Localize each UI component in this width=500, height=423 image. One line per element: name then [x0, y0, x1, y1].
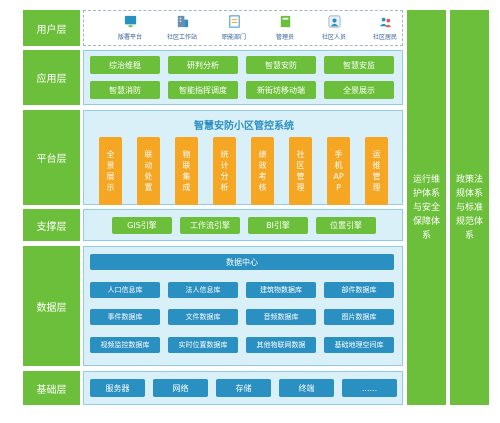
data-item: 部件数据库	[324, 282, 394, 298]
platform-item: 社区管理	[289, 137, 312, 205]
layer-label-infrastructure: 基础层	[23, 371, 80, 405]
support-item: 位置引擎	[316, 217, 376, 234]
support-item: 工作流引擎	[180, 217, 240, 234]
user-item-label: 版署平台	[117, 34, 142, 41]
platform-item: 手机APP	[327, 137, 350, 205]
user-item-label: 社区居民	[372, 34, 397, 41]
infra-item: 终端	[279, 379, 334, 397]
support-layer-panel: GIS引擎 工作流引擎 BI引擎 位置引擎	[83, 209, 403, 241]
infra-item: 网络	[153, 379, 208, 397]
infrastructure-layer-panel: 服务器 网络 存储 终端 ......	[83, 371, 403, 405]
layer-label-platform: 平台层	[23, 110, 80, 205]
data-item: 事件数据库	[90, 309, 160, 325]
book-icon	[280, 15, 290, 28]
person-icon	[327, 15, 341, 28]
platform-item: 全景展示	[99, 137, 122, 205]
user-item-department: 职能部门	[208, 14, 260, 44]
user-item-label: 社区工作站	[166, 34, 197, 41]
user-item-staff: 社区人员	[308, 14, 360, 44]
data-item: 文件数据库	[168, 309, 238, 325]
platform-item: 运维管理	[365, 137, 388, 205]
user-item-label: 社区人员	[321, 34, 346, 41]
building-icon	[177, 15, 188, 28]
app-item: 智慧消防	[90, 81, 160, 99]
app-item: 智能指挥调度	[168, 81, 238, 99]
data-item: 图片数据库	[324, 309, 394, 325]
data-item: 基础地理空间库	[324, 337, 394, 353]
support-item: BI引擎	[248, 217, 308, 234]
data-item: 建筑物数据库	[246, 282, 316, 298]
document-icon	[228, 15, 240, 28]
layer-label-application: 应用层	[23, 50, 80, 105]
application-layer-panel: 综治维稳 研判分析 智慧安防 智慧安监 智慧消防 智能指挥调度 新街坊移动端 全…	[83, 50, 403, 105]
platform-item: 物联集成	[175, 137, 198, 205]
platform-item: 统计分析	[213, 137, 236, 205]
policy-standards-column: 政策法规体系与标准规范体系	[450, 10, 489, 405]
layer-label-user: 用户层	[23, 10, 80, 46]
platform-item: 联动处置	[137, 137, 160, 205]
app-item: 新街坊移动端	[246, 81, 316, 99]
user-item-label: 职能部门	[221, 34, 246, 41]
data-layer-panel: 数据中心 人口信息库 法人信息库 建筑物数据库 部件数据库 事件数据库 文件数据…	[83, 246, 403, 366]
user-item-platform: 版署平台	[104, 14, 156, 44]
app-item: 智慧安监	[324, 56, 394, 74]
ops-security-column: 运行维护体系与安全保障体系	[407, 10, 446, 405]
data-item: 人口信息库	[90, 282, 160, 298]
layer-label-support: 支撑层	[23, 209, 80, 241]
infra-item: 服务器	[90, 379, 145, 397]
data-item: 实时位置数据库	[168, 337, 238, 353]
platform-title: 智慧安防小区管控系统	[194, 121, 294, 132]
user-item-admin: 管理员	[259, 14, 311, 44]
support-item: GIS引擎	[112, 217, 172, 234]
platform-item: 绩效考核	[251, 137, 274, 205]
infra-item: 存储	[216, 379, 271, 397]
people-icon	[379, 17, 391, 28]
data-item: 视频监控数据库	[90, 337, 160, 353]
app-item: 全景展示	[324, 81, 394, 99]
user-item-residents: 社区居民	[359, 14, 411, 44]
app-item: 智慧安防	[246, 56, 316, 74]
data-item: 法人信息库	[168, 282, 238, 298]
data-center-bar: 数据中心	[90, 254, 394, 270]
data-item: 其他物联网数据	[246, 337, 316, 353]
infra-item: ......	[342, 379, 397, 397]
data-item: 音频数据库	[246, 309, 316, 325]
layer-label-data: 数据层	[23, 246, 80, 366]
user-item-station: 社区工作站	[156, 14, 208, 44]
user-layer-panel: 版署平台 社区工作站 职能部门 管理员 社区人员 社区居民	[83, 10, 403, 46]
app-item: 研判分析	[168, 56, 238, 74]
app-item: 综治维稳	[90, 56, 160, 74]
platform-layer-panel: 智慧安防小区管控系统 全景展示 联动处置 物联集成 统计分析 绩效考核 社区管理…	[83, 110, 403, 205]
user-item-label: 管理员	[275, 34, 294, 41]
monitor-icon	[124, 15, 136, 28]
